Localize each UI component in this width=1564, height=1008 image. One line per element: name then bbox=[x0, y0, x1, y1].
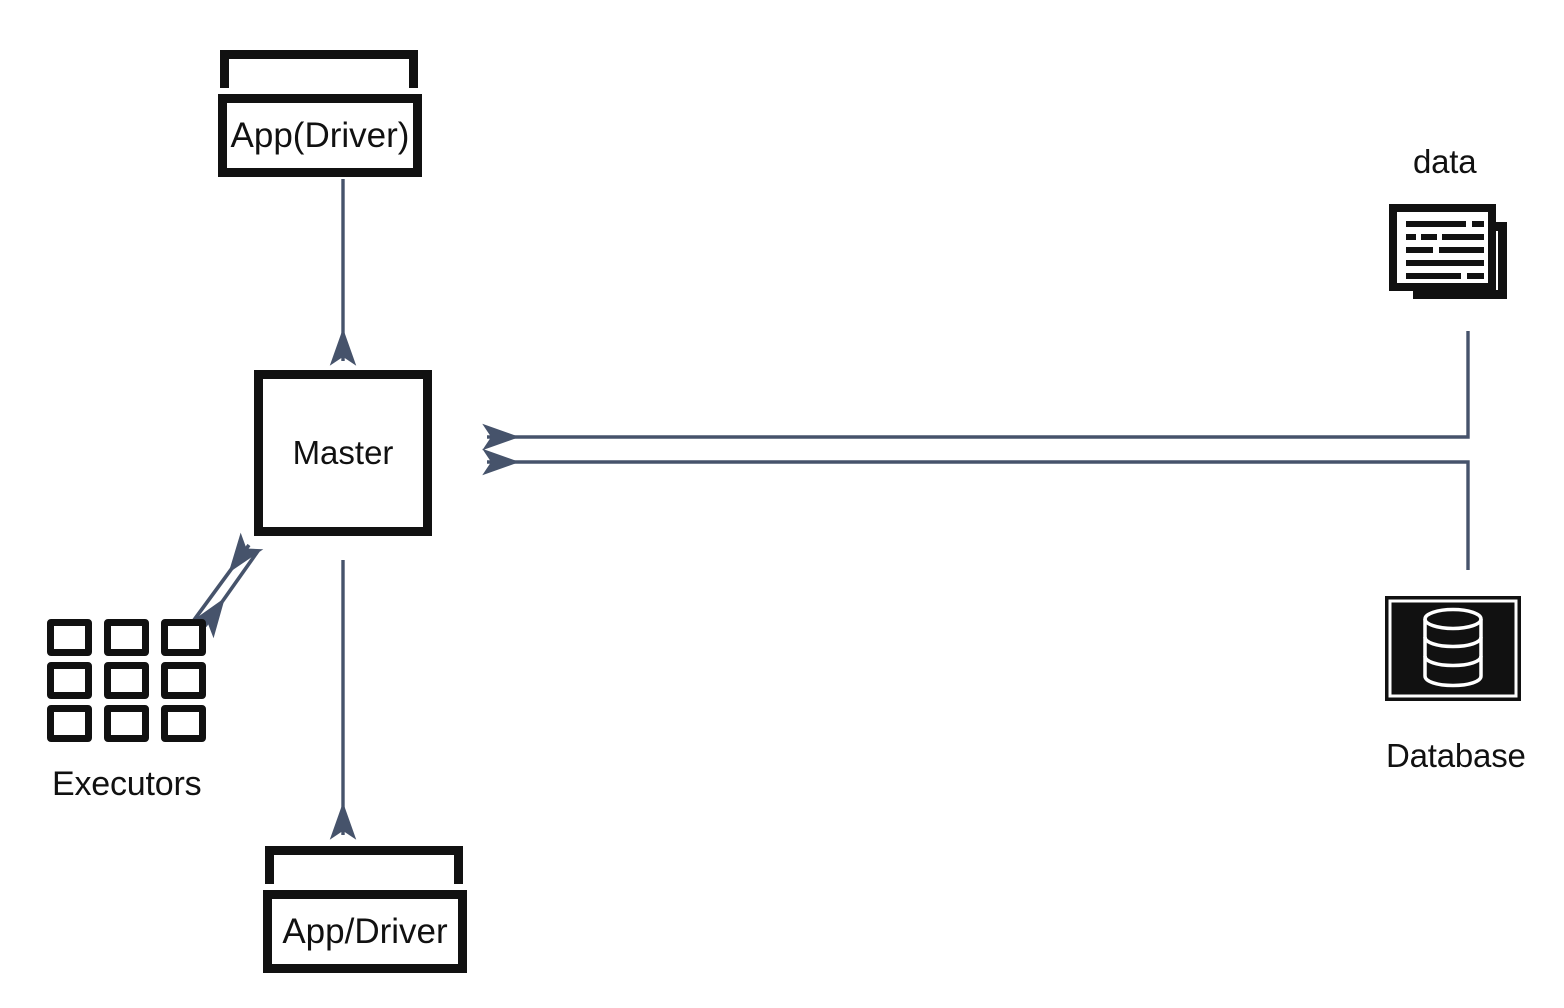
connector-data-to-master bbox=[482, 331, 1470, 451]
executor-cell bbox=[104, 705, 149, 742]
window-titlebar-icon bbox=[220, 50, 418, 88]
executor-cell bbox=[47, 619, 92, 656]
window-titlebar-icon bbox=[265, 846, 463, 884]
node-master[interactable]: Master bbox=[254, 370, 432, 536]
node-label-app-driver-bottom: App/Driver bbox=[282, 911, 448, 951]
node-app-driver-top[interactable]: App(Driver) bbox=[218, 50, 422, 177]
connector-master-to-executors bbox=[190, 532, 264, 639]
executor-cell bbox=[161, 619, 206, 656]
connector-database-to-master bbox=[482, 448, 1470, 570]
window-body-icon bbox=[218, 94, 422, 177]
executor-cell bbox=[161, 662, 206, 699]
database-cylinder-icon[interactable] bbox=[1385, 596, 1521, 701]
executor-cell bbox=[104, 662, 149, 699]
node-executors[interactable] bbox=[47, 619, 207, 742]
node-app-driver-bottom[interactable]: App/Driver bbox=[263, 846, 467, 973]
window-body-icon bbox=[263, 890, 467, 973]
executor-cell bbox=[161, 705, 206, 742]
node-label-app-driver-top: App(Driver) bbox=[230, 115, 410, 155]
executor-cell bbox=[47, 662, 92, 699]
node-label-executors: Executors bbox=[52, 765, 202, 803]
node-label-master: Master bbox=[292, 434, 394, 471]
node-label-data: data bbox=[1413, 143, 1477, 180]
documents-stack-icon[interactable] bbox=[1387, 204, 1510, 302]
node-label-database: Database bbox=[1386, 737, 1526, 774]
executor-cell bbox=[104, 619, 149, 656]
executor-cell bbox=[47, 705, 92, 742]
